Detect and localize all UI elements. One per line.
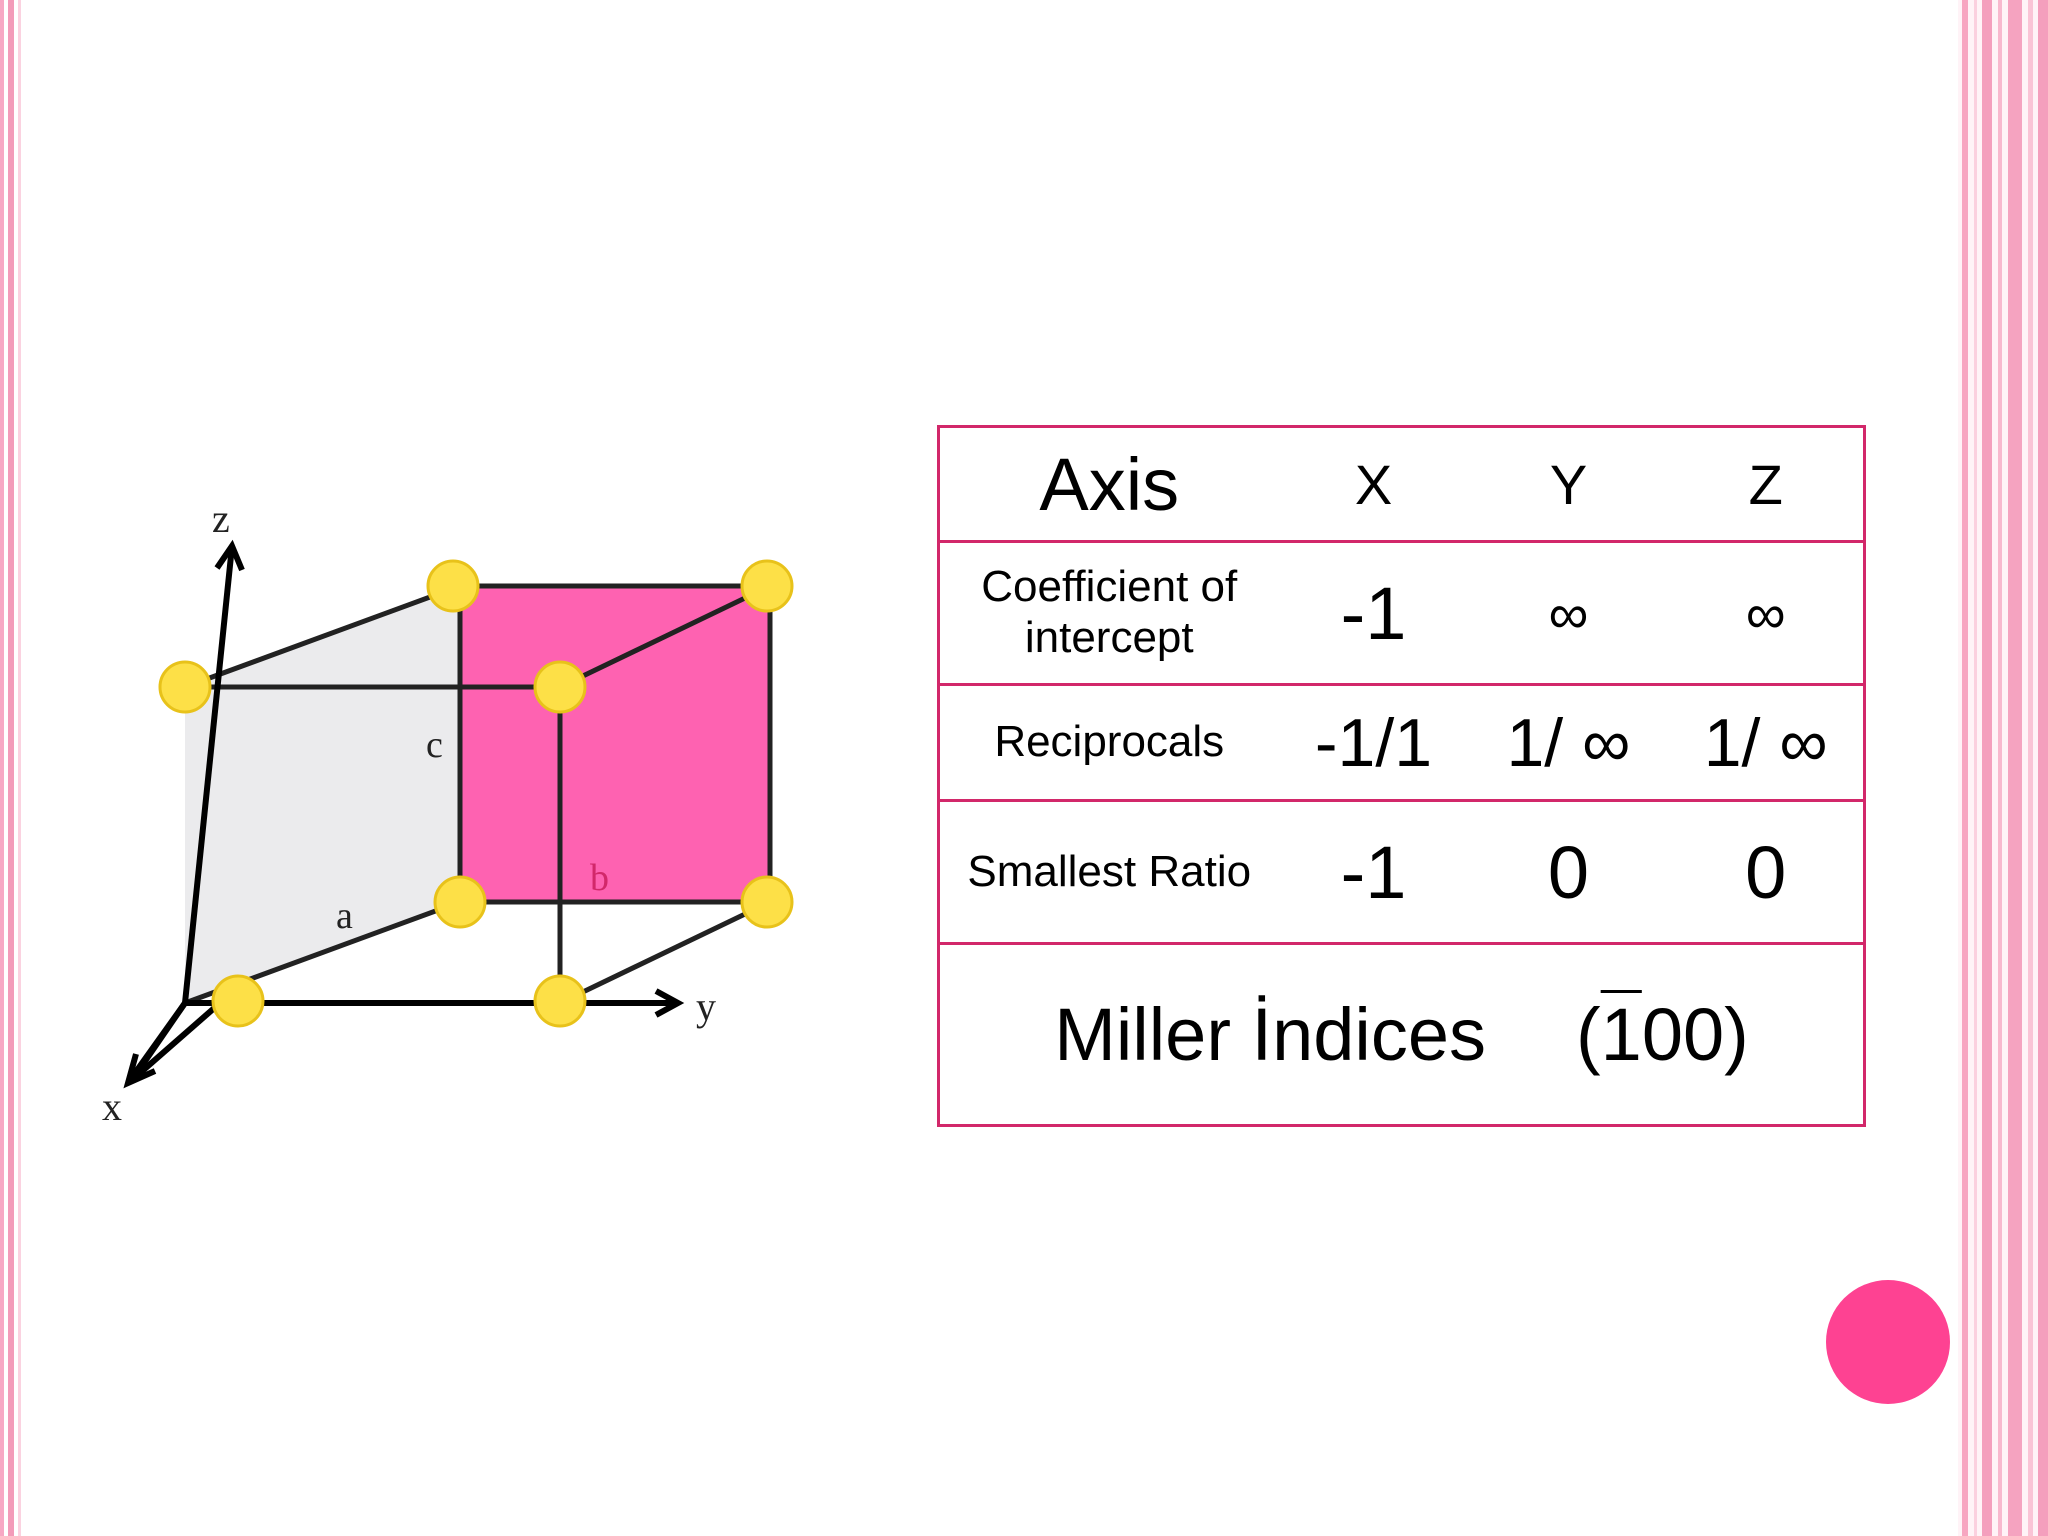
left-border-stripe [8,0,14,1536]
unit-cell-svg: z y x a b c [102,496,794,1129]
miller-value: (100) [1576,992,1749,1077]
atom [211,974,265,1028]
right-border-stripe [1974,0,1977,1536]
row-label-smallest-ratio: Smallest Ratio [967,846,1252,896]
atom [426,559,480,613]
right-border-stripe [2028,0,2033,1536]
miller-result-row: Miller İndices (100) [938,943,1865,1126]
right-border-stripe [1962,0,1968,1536]
edge-line [184,583,461,690]
row-label-reciprocals: Reciprocals [994,717,1225,767]
edge-label-a: a [336,895,353,937]
edge-line [558,899,772,1006]
table-row: Coefficient of intercept -1 ∞ ∞ [938,541,1865,685]
left-border-stripe [0,0,4,1536]
header-col-z: Z [1748,452,1783,516]
axis-label-x: x [102,1084,122,1129]
accent-dot [1826,1280,1950,1404]
cell-value: 1/ ∞ [1703,704,1828,781]
atoms [158,559,794,1028]
miller-close-paren: ) [1724,993,1749,1076]
cube-edges [184,583,773,1006]
y-axis-arrowhead [654,988,685,1018]
edge-label-c: c [426,724,443,766]
atom [533,660,587,714]
axis-label-z: z [212,496,230,541]
z-axis-line [182,545,235,1004]
row-label-intercept: Coefficient of intercept [981,562,1238,662]
cell-value: ∞ [1548,581,1589,645]
miller-open-paren: ( [1576,993,1601,1076]
edge-line [558,583,772,690]
x-axis [123,1000,222,1089]
miller-label: Miller İndices [1054,993,1486,1076]
atom [740,559,794,613]
cell-value: 0 [1745,830,1787,914]
miller-result-cell: Miller İndices (100) [939,944,1865,1126]
header-label-cell: Axis [1039,442,1180,526]
miller-rest-digits: 00 [1641,993,1725,1076]
table-row: Smallest Ratio -1 0 0 [938,800,1865,944]
miller-result: Miller İndices (100) [940,992,1863,1077]
x-axis-line [129,1001,188,1082]
highlight-plane [460,586,770,902]
right-border-stripe [1998,0,2002,1536]
left-border-stripe [18,0,21,1536]
miller-bar-digit: 1 [1600,993,1642,1076]
header-col-y: Y [1549,452,1588,516]
z-axis-arrowhead [214,539,245,572]
cell-value: -1/1 [1314,704,1433,781]
cell-value: -1 [1340,571,1407,655]
cell-value: 0 [1547,830,1590,914]
x-axis-line [130,1000,222,1083]
edge-label-b: b [590,857,609,899]
cell-value: 1/ ∞ [1506,704,1631,781]
table-row: Reciprocals -1/1 1/ ∞ 1/ ∞ [938,684,1865,801]
atom [433,875,487,929]
atom [158,660,212,714]
unit-cell-diagram: z y x a b c [60,480,840,1140]
right-border-decoration [1958,0,2048,1536]
atom [740,875,794,929]
cell-value: ∞ [1745,581,1786,645]
atom [533,974,587,1028]
right-border-stripe [2038,0,2048,1536]
cell-value: -1 [1340,830,1407,914]
x-axis-extension [129,1001,188,1082]
right-border-stripe [1982,0,1992,1536]
x-axis-arrowhead [123,1053,157,1089]
header-col-x: X [1354,452,1393,516]
miller-indices-table: Axis X Y Z Coefficient of intercept -1 ∞… [937,425,1866,1127]
table-header-row: Axis X Y Z [938,426,1865,542]
right-border-stripe [2008,0,2022,1536]
left-border-decoration [0,0,26,1536]
axis-label-y: y [696,984,716,1029]
side-face [185,586,460,1003]
